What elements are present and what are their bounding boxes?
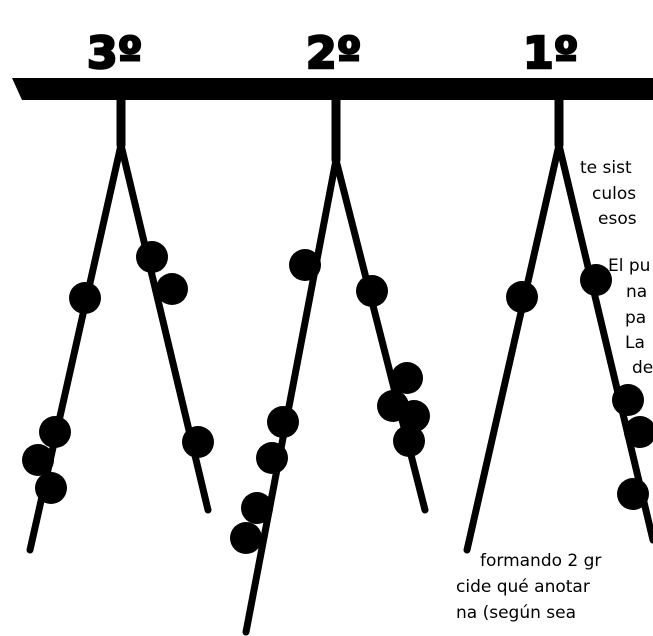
knot <box>182 426 214 458</box>
text-line: pa <box>625 308 647 328</box>
knot <box>506 281 538 313</box>
text-line: La <box>625 333 645 353</box>
text-line: El pu <box>608 256 651 276</box>
knot <box>289 249 321 281</box>
knot <box>391 362 423 394</box>
knot <box>156 273 188 305</box>
knot <box>241 492 273 524</box>
knot <box>39 416 71 448</box>
left-strand <box>463 141 563 554</box>
knot <box>356 275 388 307</box>
knots-3 <box>22 241 214 504</box>
text-line: esos <box>598 209 637 229</box>
ordinal-1-label: 1º <box>523 28 578 79</box>
pendant-1 <box>463 95 653 554</box>
knot <box>612 384 644 416</box>
text-line: te sist <box>580 158 632 178</box>
text-line: cide qué anotar <box>456 577 590 597</box>
knot <box>393 425 425 457</box>
text-line: na <box>626 282 648 302</box>
knot <box>35 472 67 504</box>
text-line: de <box>632 358 653 378</box>
knot <box>136 241 168 273</box>
knots-1 <box>506 264 653 510</box>
ordinal-2-label: 2º <box>306 28 361 79</box>
text-line: formando 2 gr <box>480 551 602 571</box>
knot <box>230 522 262 554</box>
knot <box>580 264 612 296</box>
right-strand <box>332 156 429 514</box>
knot <box>256 442 288 474</box>
knot <box>398 400 430 432</box>
text-line: culos <box>592 184 637 204</box>
knot <box>624 416 653 448</box>
knot <box>267 406 299 438</box>
knot <box>617 478 649 510</box>
left-strand <box>242 156 340 636</box>
top-bar <box>12 78 653 100</box>
ordinal-3-label: 3º <box>87 28 142 79</box>
knot <box>69 282 101 314</box>
knots-2 <box>230 249 430 554</box>
right-strand <box>555 141 653 544</box>
text-line: na (según sea <box>456 603 577 623</box>
knot <box>22 444 54 476</box>
